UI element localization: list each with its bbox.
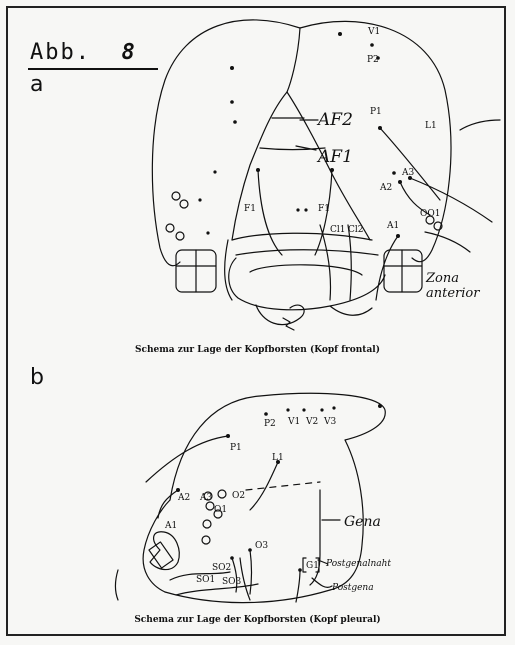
antennal-socket-right-lines [384,250,422,292]
seta-a2-pleural [158,490,178,518]
antenna-base [150,532,179,570]
label-af1: AF1 [316,147,353,167]
label-l1: L1 [425,121,437,131]
label-a3: A3 [401,168,414,178]
seta-o3-pleural [250,550,252,594]
pore-dot [286,408,289,411]
label-anterior: anterior [426,286,480,301]
seta-l1-pleural [250,462,278,510]
label-cl1: Cl1 [330,225,346,235]
pore-dot [302,408,305,411]
labrum-outline [229,258,385,310]
pore-dot [296,208,299,211]
mouthpart-line-3 [240,558,250,600]
pore-dot [338,32,342,36]
label-oo1: OO1 [420,209,440,219]
ocellus-pleural-4 [203,520,211,528]
seta-socket-dot [396,234,400,238]
antennal-socket-left-lines [176,250,216,292]
seta-f1-left [258,170,282,255]
seta-p1-pleural [146,436,228,482]
label-cl2: Cl2 [348,225,364,235]
pore-dot [378,404,382,408]
label-f1-left: F1 [244,204,256,214]
label-p1: P1 [370,107,382,117]
pore-dot [230,66,234,70]
pore-dot [233,120,237,124]
label-g1: G1 [306,561,319,571]
pore-dot [392,171,396,175]
seta-socket-dot [378,126,382,130]
mouth-zigzag [283,318,294,330]
pore-dot [304,208,307,211]
seta-socket-dot [226,434,230,438]
clypeus-line [236,250,378,255]
head-midline [287,28,300,92]
label-a1: A1 [386,221,399,231]
seta-socket-dot [330,168,334,172]
seta-oo1 [425,232,470,252]
seta-a1 [376,236,398,300]
pore-dot [320,408,323,411]
label-v1: V1 [287,417,300,427]
seta-socket-dot [248,548,252,552]
label-l1: L1 [272,453,284,463]
pore-dot [206,231,209,234]
label-so1: SO1 [196,575,215,585]
label-o1: O1 [214,505,227,515]
label-gena: Gena [344,514,381,530]
ocellus-pleural-5 [218,490,226,498]
label-p2: P2 [264,419,276,429]
label-so3: SO3 [222,577,242,587]
pore-dot [230,100,234,104]
seta-socket-dot [230,556,234,560]
ocellus-left-2 [180,200,188,208]
label-postgenalnaht: Postgenalnaht [325,559,391,569]
label-af2: AF2 [316,110,353,130]
pore-dot [332,406,335,409]
seta-socket-dot [176,488,180,492]
ocellus-left-1 [172,192,180,200]
pore-dot [264,412,268,416]
ocellus-left-3 [166,224,174,232]
label-so2: SO2 [212,563,231,573]
label-v2: V2 [305,417,318,427]
label-p2: P2 [367,55,379,65]
seta-antenna-left [225,240,232,300]
pore-dot [370,43,374,47]
label-a2: A2 [379,183,392,193]
ocellus-pleural-2 [206,502,214,510]
panel-b-caption: Schema zur Lage der Kopfborsten (Kopf pl… [0,615,515,625]
frons-left-edge [232,92,287,240]
pore-dot [198,198,201,201]
seta-socket-dot [398,180,402,184]
ocellus-pleural-6 [202,536,210,544]
label-a2: A2 [177,493,190,503]
seta-socket-dot [256,168,260,172]
label-postgena: Postgena [331,583,374,593]
label-o3: O3 [255,541,268,551]
ocellus-left-4 [176,232,184,240]
panel-a-caption: Schema zur Lage der Kopfborsten (Kopf fr… [0,345,515,355]
label-a1: A1 [164,521,177,531]
seta-socket-dot [298,568,302,572]
label-v1: V1 [367,27,380,37]
pore-dot [213,170,216,173]
antenna-flagellum-stub [115,570,118,600]
seta-l1 [460,120,500,130]
label-a3: A3 [199,493,212,503]
label-v3: V3 [323,417,336,427]
gena-dashed-line [246,482,320,490]
label-f1-right: F1 [318,204,330,214]
head-frontal-drawing: V1 P2 P1 L1 A2 A3 A1 F1 F1 Cl1 Cl2 OO1 A… [0,0,515,345]
label-p1: P1 [230,443,242,453]
head-pleural-drawing: P2 V1 V2 V3 P1 L1 A2 A3 O2 O1 A1 O3 G1 S… [0,380,515,610]
mandible-right [330,306,372,315]
antennal-socket-right [384,250,422,292]
label-o2: O2 [232,491,245,501]
label-zona: Zona [425,271,459,286]
labrum-inner [250,265,362,275]
